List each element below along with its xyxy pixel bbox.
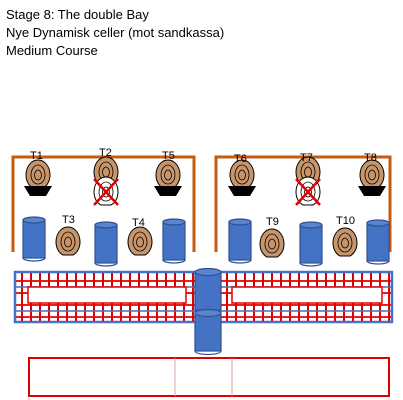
- target-t8: [358, 159, 386, 196]
- stage-course: Medium Course: [6, 43, 98, 58]
- right-bay-frame: [214, 155, 392, 252]
- barrel-icon: [228, 218, 252, 264]
- target-t5: [154, 159, 182, 196]
- label-t7: T7: [300, 152, 313, 164]
- label-t5: T5: [162, 150, 175, 162]
- target-t3: [55, 226, 81, 256]
- no-shoot-target-t2: [92, 156, 120, 207]
- no-shoot-target-t7: [294, 156, 322, 207]
- barrel-icon: [366, 219, 390, 265]
- barrel-icon: [94, 221, 118, 267]
- target-t1: [24, 159, 52, 196]
- barrel-icon: [162, 218, 186, 264]
- label-t8: T8: [364, 152, 377, 164]
- label-t9: T9: [266, 216, 279, 228]
- target-t10: [332, 227, 358, 257]
- right-port-opening: [231, 286, 383, 304]
- barrel-icon: [22, 216, 46, 262]
- barrel-icon: [299, 221, 323, 267]
- label-t1: T1: [30, 150, 43, 162]
- target-t6: [228, 159, 256, 196]
- label-t6: T6: [234, 153, 247, 165]
- stage-subtitle: Nye Dynamisk celler (mot sandkassa): [6, 25, 225, 40]
- barrel-icon: [194, 308, 222, 356]
- label-t2: T2: [99, 147, 112, 159]
- stage-title: Stage 8: The double Bay: [6, 7, 149, 22]
- left-port-opening: [27, 286, 187, 304]
- barrel-icon: [194, 267, 222, 311]
- shooting-area-box: [28, 357, 390, 397]
- stage-header: Stage 8: The double Bay Nye Dynamisk cel…: [6, 6, 224, 60]
- label-t10: T10: [336, 215, 355, 227]
- label-t4: T4: [132, 217, 145, 229]
- target-t4: [127, 226, 153, 256]
- label-t3: T3: [62, 214, 75, 226]
- target-t9: [259, 228, 285, 258]
